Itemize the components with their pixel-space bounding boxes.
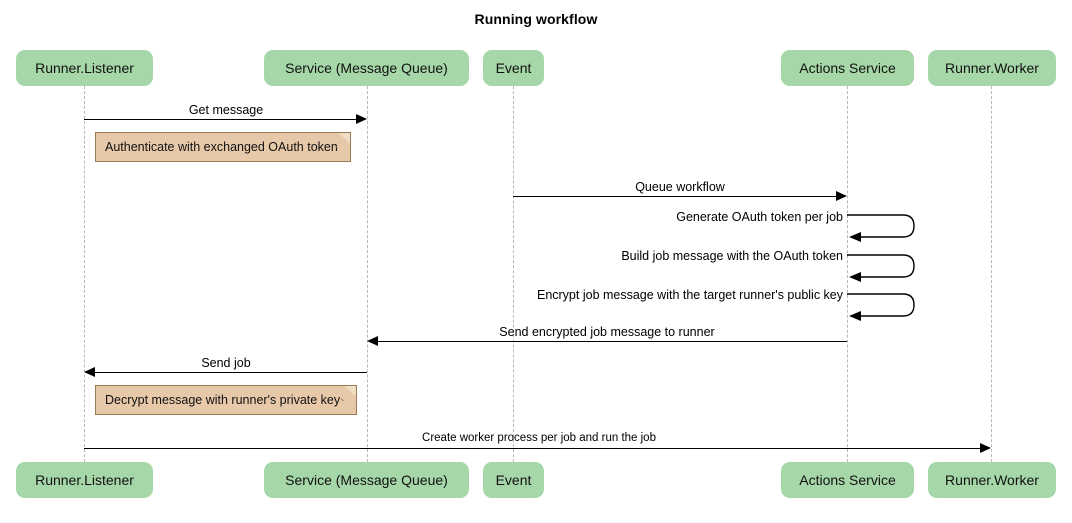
- message-label-queue-workflow: Queue workflow: [635, 180, 725, 194]
- message-label-create-worker-process: Create worker process per job and run th…: [422, 432, 656, 444]
- note-authenticate-text: Authenticate with exchanged OAuth token: [105, 140, 338, 154]
- arrowhead-right-icon-create-worker-process: [980, 443, 991, 453]
- message-line-get-message: [84, 119, 362, 120]
- note-decrypt-text: Decrypt message with runner's private ke…: [105, 393, 341, 407]
- lifeline-runner-worker: [991, 86, 992, 462]
- message-label-build-job-message: Build job message with the OAuth token: [621, 249, 843, 263]
- participant-service-queue-bottom[interactable]: Service (Message Queue): [264, 462, 469, 498]
- participant-runner-worker-top[interactable]: Runner.Worker: [928, 50, 1056, 86]
- note-fold-edge-icon: [341, 386, 356, 401]
- page-title: Running workflow: [474, 11, 598, 27]
- participant-actions-service-top[interactable]: Actions Service: [781, 50, 914, 86]
- participant-actions-service-bottom[interactable]: Actions Service: [781, 462, 914, 498]
- participant-runner-listener-bottom[interactable]: Runner.Listener: [16, 462, 153, 498]
- self-message-build-job-message: [847, 249, 927, 283]
- message-label-encrypt-job-message: Encrypt job message with the target runn…: [536, 288, 843, 302]
- note-authenticate: Authenticate with exchanged OAuth token: [95, 132, 351, 162]
- lifeline-runner-listener: [84, 86, 85, 462]
- participant-service-queue-top[interactable]: Service (Message Queue): [264, 50, 469, 86]
- participant-event-bottom[interactable]: Event: [483, 462, 544, 498]
- message-label-send-job: Send job: [201, 356, 251, 370]
- self-message-encrypt-job-message: [847, 288, 927, 322]
- arrowhead-left-icon-send-encrypted-job-message: [367, 336, 378, 346]
- lifeline-actions-service: [847, 86, 848, 462]
- participant-runner-listener-top[interactable]: Runner.Listener: [16, 50, 153, 86]
- message-label-get-message: Get message: [188, 103, 264, 117]
- message-line-queue-workflow: [513, 196, 842, 197]
- lifeline-service-queue: [367, 86, 368, 462]
- note-fold-edge-icon: [335, 133, 350, 148]
- arrowhead-right-icon-get-message: [356, 114, 367, 124]
- arrowhead-left-icon-send-job: [84, 367, 95, 377]
- message-line-send-job: [95, 372, 367, 373]
- arrowhead-right-icon-queue-workflow: [836, 191, 847, 201]
- message-line-create-worker-process: [84, 448, 980, 449]
- message-label-send-encrypted-job-message: Send encrypted job message to runner: [499, 325, 715, 339]
- message-label-generate-oauth-token: Generate OAuth token per job: [676, 210, 843, 224]
- lifeline-event: [513, 86, 514, 462]
- participant-runner-worker-bottom[interactable]: Runner.Worker: [928, 462, 1056, 498]
- note-decrypt: Decrypt message with runner's private ke…: [95, 385, 357, 415]
- participant-event-top[interactable]: Event: [483, 50, 544, 86]
- message-line-send-encrypted-job-message: [378, 341, 847, 342]
- self-message-generate-oauth-token: [847, 209, 927, 243]
